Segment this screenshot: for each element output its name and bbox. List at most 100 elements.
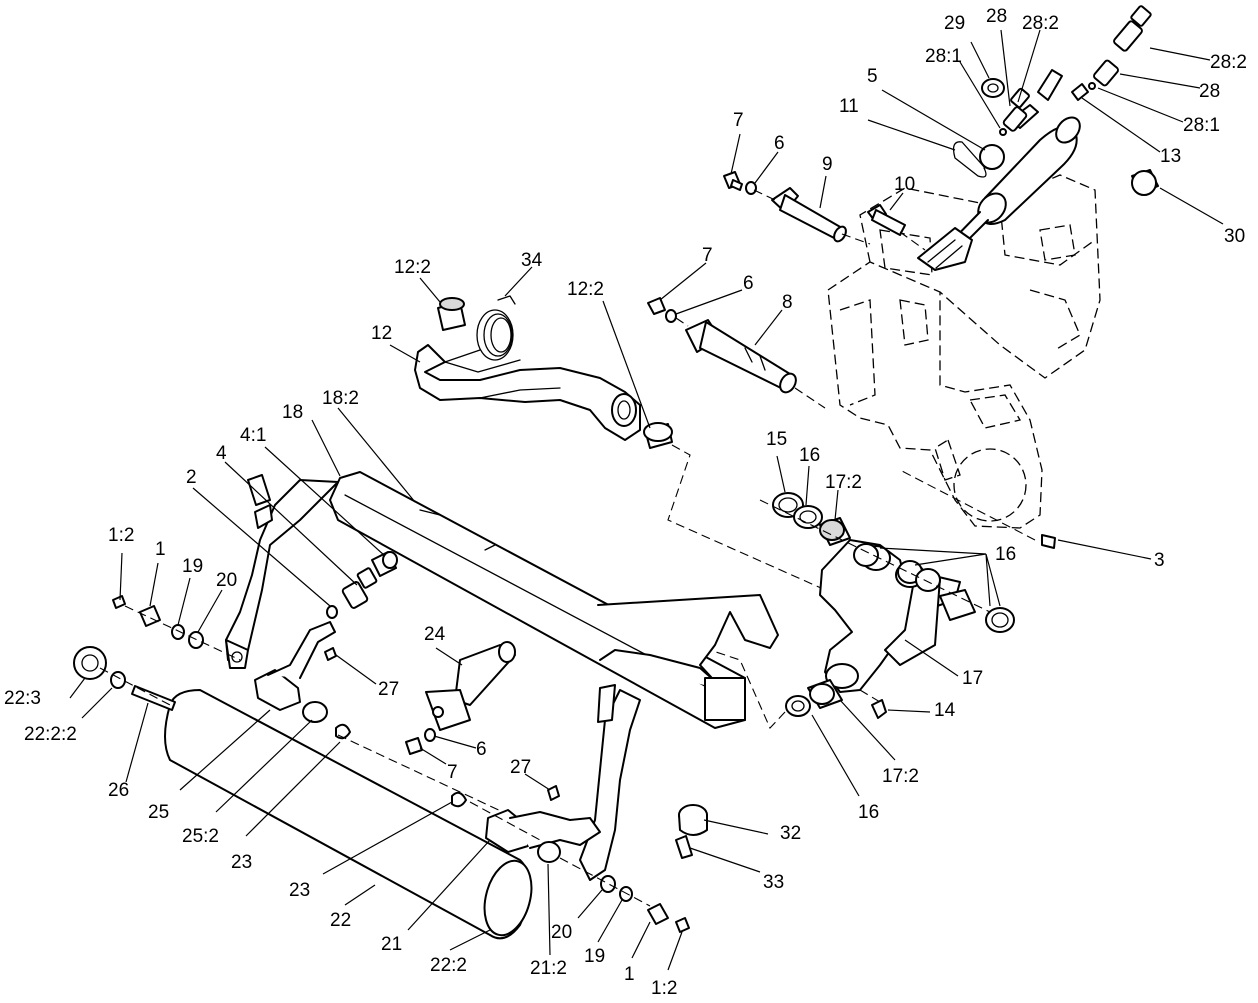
washer-6-lower: [424, 728, 436, 742]
callout-22-3: 22:3: [4, 688, 41, 709]
callout-28-1: 28:1: [925, 46, 962, 67]
callout-1-2-right: 1:2: [651, 978, 677, 999]
callout-23-left: 23: [231, 852, 252, 873]
callout-34: 34: [521, 250, 543, 271]
washer-6-top: [745, 181, 757, 195]
clip-23-right: [451, 791, 467, 808]
grease-fitting-14: [871, 699, 887, 719]
screw-27-left: [324, 647, 337, 661]
callout-16-lower: 16: [858, 802, 879, 823]
end-cap-22-3: [73, 646, 107, 680]
bushing-17-2-upper: [819, 517, 851, 546]
pin-8: [685, 319, 797, 394]
callout-25: 25: [148, 802, 169, 823]
callout-12-2-right: 12:2: [567, 279, 604, 300]
callout-15: 15: [766, 429, 787, 450]
callout-7-lower: 7: [447, 762, 458, 783]
roller-22: [164, 689, 533, 940]
callout-21: 21: [381, 934, 402, 955]
bushing-12-2-right: [643, 422, 673, 449]
screw-33: [675, 835, 693, 859]
bolt-7-lower: [405, 737, 423, 755]
callout-19-left: 19: [182, 556, 203, 577]
callout-16-upper: 16: [799, 445, 820, 466]
callout-21-2: 21:2: [530, 958, 567, 979]
callout-23-right: 23: [289, 880, 310, 901]
callout-9: 9: [822, 154, 833, 175]
callout-13: 13: [1160, 146, 1181, 167]
washer-19-left: [171, 624, 185, 640]
callout-25-2: 25:2: [182, 826, 219, 847]
main-frame-outline: [827, 174, 1101, 529]
washers-16-right: [853, 543, 1015, 633]
callout-5: 5: [867, 66, 878, 87]
callout-32: 32: [780, 823, 801, 844]
washer-6-mid: [665, 309, 677, 323]
callout-6-lower: 6: [476, 739, 487, 760]
callout-8: 8: [782, 292, 793, 313]
hydraulic-cylinder: [917, 69, 1081, 271]
callout-6-mid: 6: [743, 273, 754, 294]
pin-24: [425, 641, 516, 731]
washer-16-upper: [793, 505, 823, 529]
callout-6-top: 6: [774, 133, 785, 154]
callout-1-2-left: 1:2: [108, 525, 134, 546]
spring-34: [444, 295, 516, 363]
callout-28-2: 28:2: [1022, 13, 1059, 34]
callout-17: 17: [962, 668, 983, 689]
arm-left: [225, 639, 249, 669]
shaft-26: [131, 685, 176, 711]
grease-fitting-3: [1041, 534, 1056, 549]
callout-17-2-lower: 17:2: [882, 766, 919, 787]
bushing-17-2-lower: [807, 679, 843, 709]
washer-20-left: [188, 631, 204, 649]
fitting-2: [326, 605, 338, 619]
callout-labels: 29 28 28:2 28:1 28:2 5 28 11 28:1 13 7 6…: [4, 6, 1247, 999]
screw-27-right: [547, 785, 560, 801]
bushing-21: [485, 809, 601, 853]
clip-23-left: [335, 723, 351, 740]
callout-20-left: 20: [216, 570, 237, 591]
callout-4: 4: [216, 443, 227, 464]
fitting-28-right: [1071, 5, 1152, 101]
hairpin-clip-11: [952, 141, 1005, 178]
lever-12: [414, 344, 641, 441]
bolt-1-left: [112, 595, 161, 627]
pivot-bushing-25: [254, 621, 336, 723]
bushing-21-2: [537, 841, 561, 863]
callout-22-2: 22:2: [430, 955, 467, 976]
callout-16-right: 16: [995, 544, 1016, 565]
callout-17-2-upper: 17:2: [825, 472, 862, 493]
callout-28-1-right: 28:1: [1183, 115, 1220, 136]
callout-33: 33: [763, 872, 784, 893]
callout-28-right: 28: [1199, 81, 1220, 102]
bolt-7-top: [723, 171, 743, 191]
callout-7-top: 7: [733, 110, 744, 131]
callout-20-right: 20: [551, 922, 572, 943]
pin-10: [867, 204, 906, 236]
callout-22: 22: [330, 910, 351, 931]
callout-27-left: 27: [378, 679, 399, 700]
callout-3: 3: [1154, 550, 1165, 571]
bushing-30: [1131, 169, 1159, 196]
callout-27-right: 27: [510, 757, 531, 778]
callout-30: 30: [1224, 226, 1245, 247]
fitting-28-left: [999, 87, 1030, 136]
callout-29: 29: [944, 13, 965, 34]
bushing-12-2-left: [437, 297, 466, 331]
cap-4-1: [371, 551, 398, 577]
callout-26: 26: [108, 780, 129, 801]
bolt-7-mid: [647, 297, 666, 315]
callout-18-2: 18:2: [322, 388, 359, 409]
washer-16-lower: [785, 695, 811, 717]
callout-24: 24: [424, 624, 446, 645]
callout-1-left: 1: [155, 539, 166, 560]
callout-14: 14: [934, 700, 956, 721]
callout-11: 11: [839, 96, 859, 117]
callout-7-mid: 7: [702, 245, 713, 266]
bumper-32: [678, 804, 708, 836]
washer-19-right: [619, 886, 633, 902]
bushing-29: [981, 78, 1005, 98]
pin-9: [771, 187, 847, 243]
